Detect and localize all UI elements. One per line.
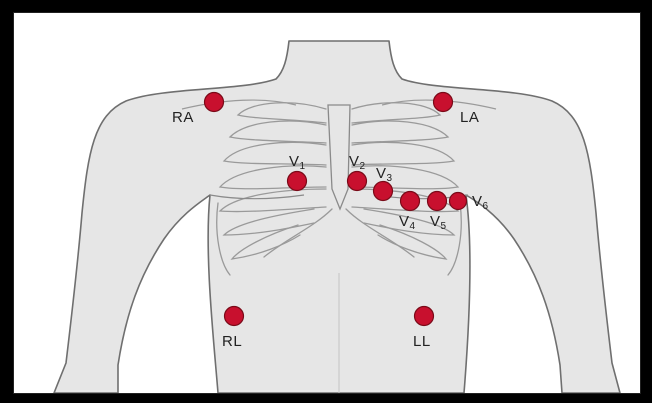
label-v3: V3 <box>376 165 393 184</box>
label-v5: V5 <box>430 213 447 232</box>
label-ll: LL <box>413 333 431 350</box>
electrode-v5 <box>428 192 447 211</box>
torso-diagram <box>14 13 640 393</box>
label-ra: RA <box>172 109 194 126</box>
electrode-v3 <box>374 182 393 201</box>
label-v6: V6 <box>472 193 489 212</box>
label-la: LA <box>460 109 479 126</box>
label-rl: RL <box>222 333 242 350</box>
electrode-v1 <box>288 172 307 191</box>
electrode-v2 <box>348 172 367 191</box>
electrode-v6 <box>450 193 467 210</box>
label-v4: V4 <box>399 213 416 232</box>
electrode-la <box>434 93 453 112</box>
label-v2: V2 <box>349 153 366 172</box>
electrode-ll <box>415 307 434 326</box>
torso-outline <box>54 41 620 393</box>
electrode-ra <box>205 93 224 112</box>
electrode-v4 <box>401 192 420 211</box>
diagram-frame: RA LA V1 V2 V3 V4 V5 V6 RL LL <box>13 12 641 394</box>
electrode-rl <box>225 307 244 326</box>
label-v1: V1 <box>289 153 306 172</box>
